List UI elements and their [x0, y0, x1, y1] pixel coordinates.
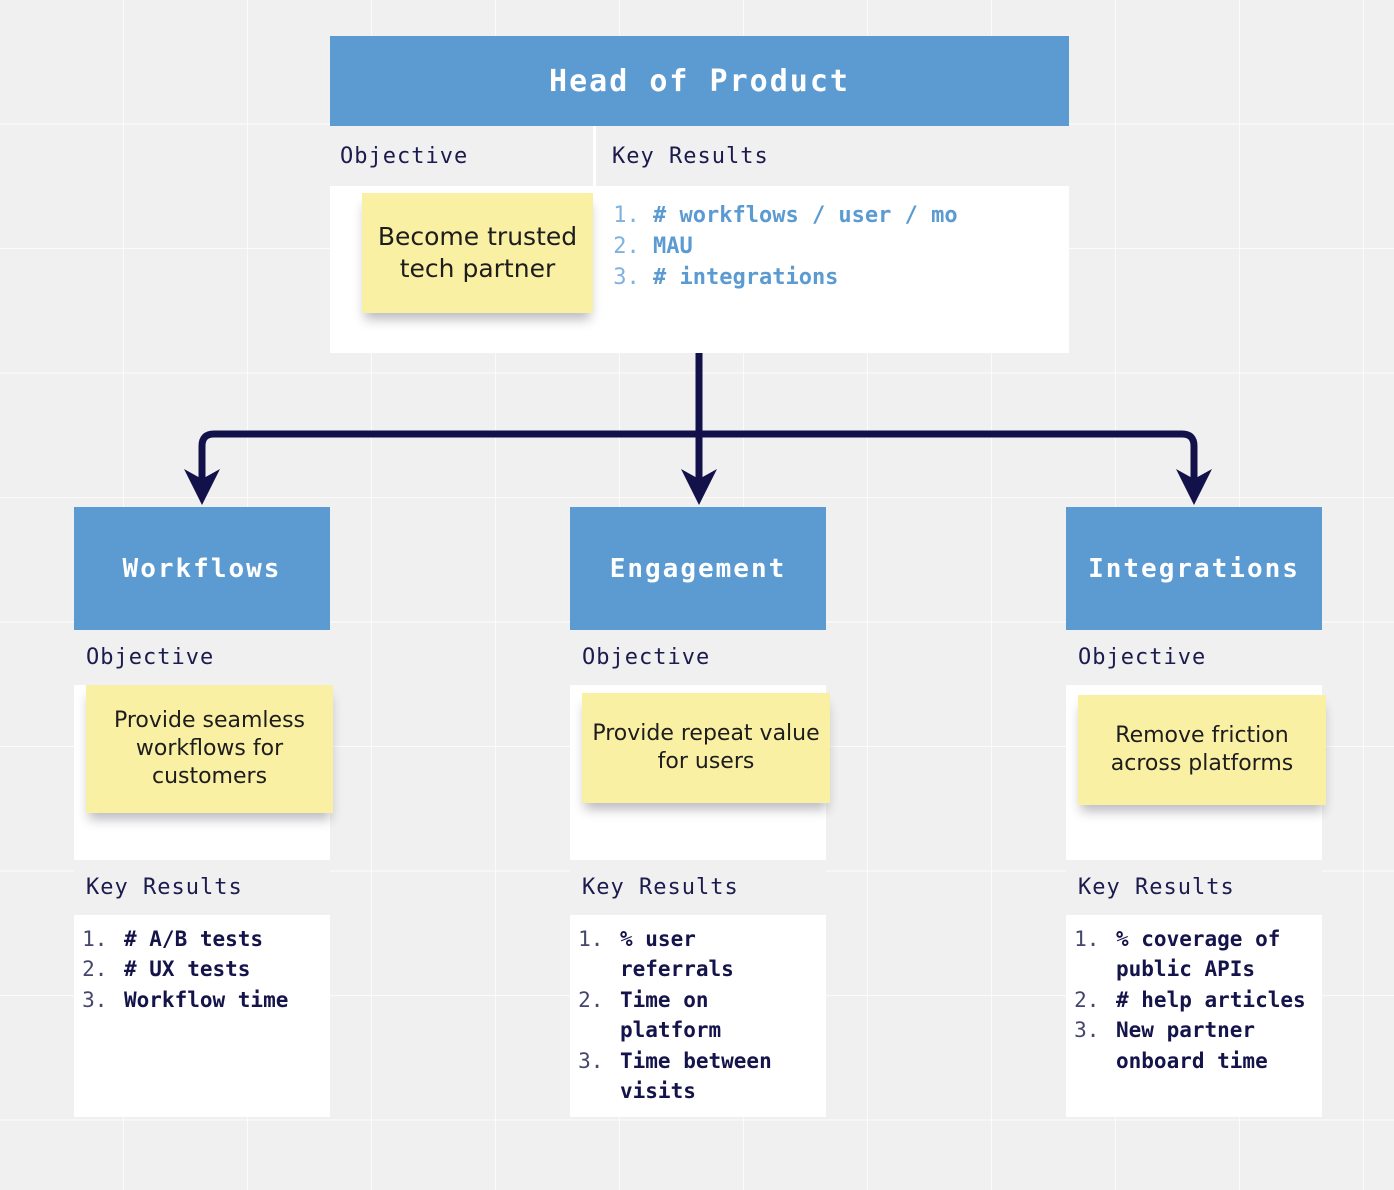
key-result-item: Workflow time — [120, 985, 318, 1015]
key-result-item: # integrations — [653, 262, 1069, 293]
sticky-note-engagement-objective[interactable]: Provide repeat value for users — [582, 693, 830, 803]
card-title-integrations: Integrations — [1066, 507, 1322, 630]
root-objective-cell: Become trusted tech partner — [330, 186, 596, 353]
engagement-key-results-cell: % user referrals Time on platform Time b… — [570, 915, 826, 1107]
integrations-key-results-list: % coverage of public APIs # help article… — [1112, 924, 1310, 1076]
key-result-item: # UX tests — [120, 954, 318, 984]
arrowhead-engagement — [681, 469, 717, 505]
engagement-objective-cell: Provide repeat value for users — [570, 685, 830, 860]
integrations-key-results-label: Key Results — [1066, 860, 1322, 915]
card-title-workflows: Workflows — [74, 507, 330, 630]
sticky-note-workflows-objective[interactable]: Provide seamless workflows for customers — [86, 685, 333, 813]
connector-bus-left — [198, 430, 699, 480]
root-key-results-label: Key Results — [596, 126, 1069, 186]
card-head-of-product[interactable]: Head of Product Objective Key Results Be… — [330, 36, 1069, 353]
card-title-engagement: Engagement — [570, 507, 826, 630]
key-result-item: # help articles — [1112, 985, 1310, 1015]
engagement-key-results-label: Key Results — [570, 860, 826, 915]
card-workflows[interactable]: Workflows Objective Provide seamless wor… — [74, 507, 333, 1117]
workflows-key-results-list: # A/B tests # UX tests Workflow time — [120, 924, 318, 1015]
key-result-item: # workflows / user / mo — [653, 200, 1069, 231]
workflows-key-results-label: Key Results — [74, 860, 330, 915]
workflows-objective-label: Objective — [74, 630, 330, 685]
card-engagement[interactable]: Engagement Objective Provide repeat valu… — [570, 507, 830, 1117]
arrowhead-workflows — [184, 469, 220, 505]
integrations-objective-label: Objective — [1066, 630, 1322, 685]
arrowhead-integrations — [1176, 469, 1212, 505]
root-column-labels: Objective Key Results — [330, 126, 1069, 186]
sticky-note-root-objective[interactable]: Become trusted tech partner — [362, 193, 593, 313]
root-key-results-cell: # workflows / user / mo MAU # integratio… — [596, 186, 1069, 353]
key-result-item: Time on platform — [616, 985, 814, 1046]
sticky-note-integrations-objective[interactable]: Remove friction across platforms — [1078, 695, 1326, 805]
card-title-head-of-product: Head of Product — [330, 36, 1069, 126]
connector-bus-right — [699, 430, 1198, 480]
root-objective-label: Objective — [330, 126, 596, 186]
integrations-objective-cell: Remove friction across platforms — [1066, 685, 1326, 860]
key-result-item: MAU — [653, 231, 1069, 262]
engagement-key-results-list: % user referrals Time on platform Time b… — [616, 924, 814, 1107]
key-result-item: % user referrals — [616, 924, 814, 985]
key-result-item: # A/B tests — [120, 924, 318, 954]
integrations-key-results-cell: % coverage of public APIs # help article… — [1066, 915, 1322, 1077]
card-integrations[interactable]: Integrations Objective Remove friction a… — [1066, 507, 1326, 1117]
root-card-body: Become trusted tech partner # workflows … — [330, 186, 1069, 353]
engagement-objective-label: Objective — [570, 630, 826, 685]
root-key-results-list: # workflows / user / mo MAU # integratio… — [653, 200, 1069, 294]
workflows-objective-cell: Provide seamless workflows for customers — [74, 685, 333, 860]
key-result-item: New partner onboard time — [1112, 1015, 1310, 1076]
key-result-item: % coverage of public APIs — [1112, 924, 1310, 985]
workflows-key-results-cell: # A/B tests # UX tests Workflow time — [74, 915, 330, 1016]
key-result-item: Time between visits — [616, 1046, 814, 1107]
